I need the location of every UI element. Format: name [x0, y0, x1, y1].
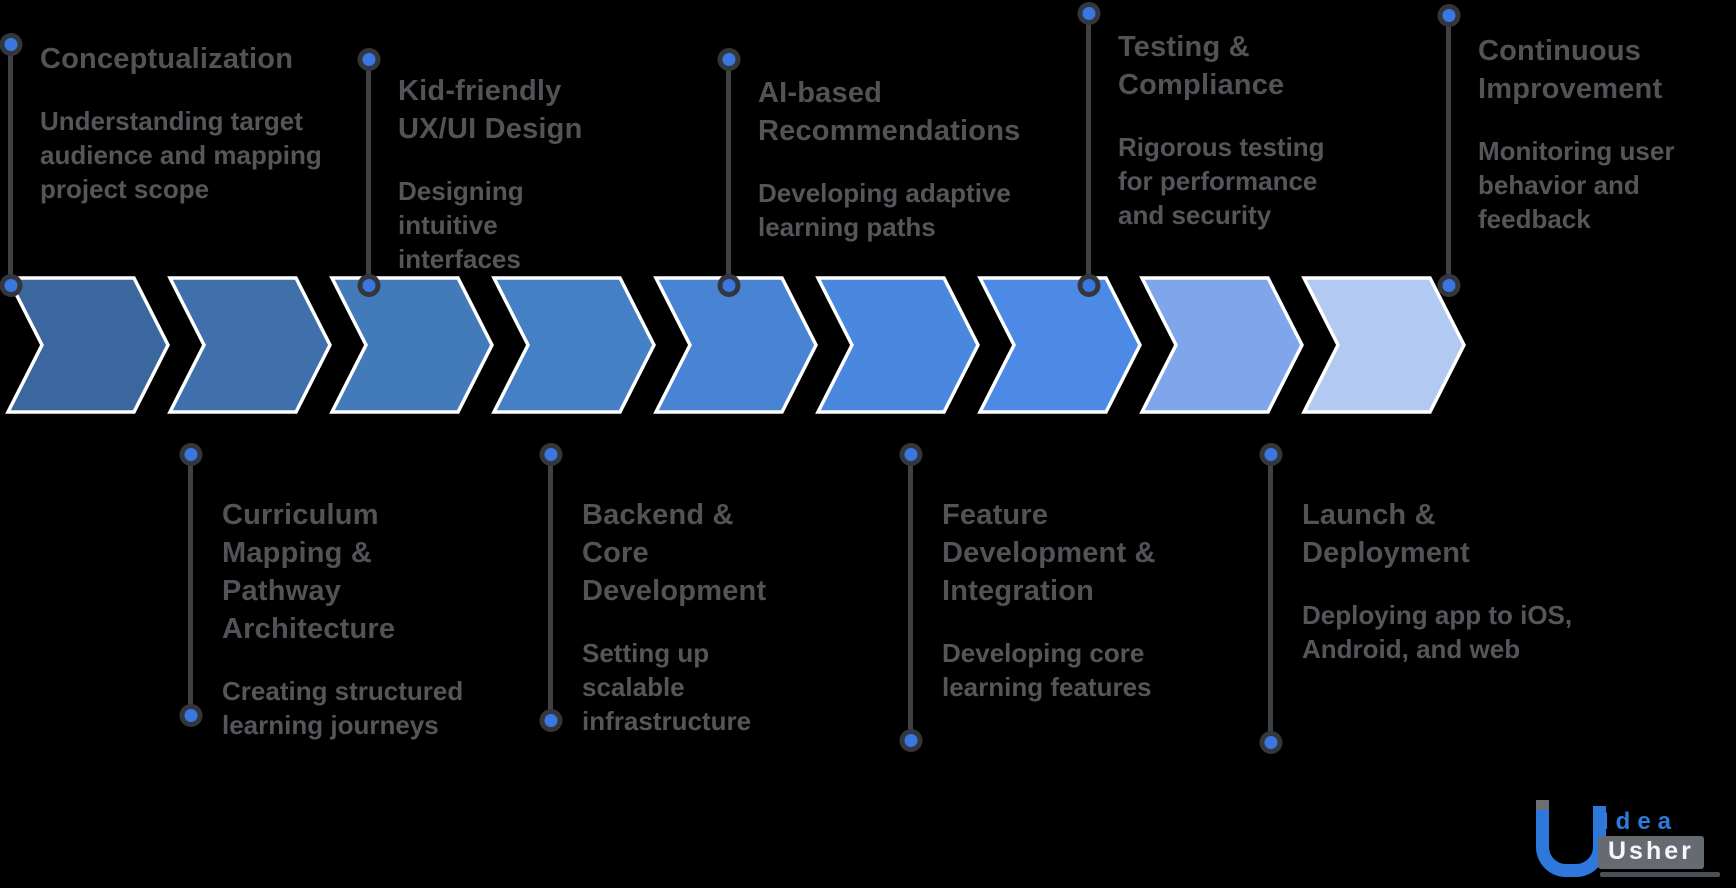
chevron-step-2: [167, 276, 332, 414]
timeline-dot: [1264, 736, 1277, 749]
timeline-dot: [722, 53, 735, 66]
chevron-step-3: [329, 276, 494, 414]
connector-line-step-4: [544, 448, 557, 727]
timeline-dot: [1082, 7, 1095, 20]
chevron-step-6: [815, 276, 980, 414]
timeline-dot: [1082, 279, 1095, 292]
timeline-dot: [362, 279, 375, 292]
step-description: Designing intuitive interfaces: [398, 176, 524, 274]
step-description: Setting up scalable infrastructure: [582, 638, 752, 736]
timeline-dot: [1264, 448, 1277, 461]
callout-step-7: Testing & Compliance Rigorous testing fo…: [1118, 28, 1358, 232]
logo-u-icon: [1536, 800, 1606, 877]
step-description: Developing core learning features: [942, 638, 1152, 702]
process-arrow-row: [5, 276, 1466, 414]
chevron-step-1: [5, 276, 170, 414]
timeline-dot: [904, 734, 917, 747]
timeline-dot: [184, 709, 197, 722]
chevron-step-4: [491, 276, 656, 414]
step-title: Feature Development & Integration: [942, 499, 1156, 607]
step-description: Creating structured learning journeys: [222, 676, 464, 740]
step-title: Curriculum Mapping & Pathway Architectur…: [222, 499, 396, 645]
step-description: Developing adaptive learning paths: [758, 178, 1011, 242]
chevron-step-7: [977, 276, 1142, 414]
chevron-step-8: [1139, 276, 1304, 414]
connector-line-step-7: [1082, 7, 1095, 292]
step-title: Testing & Compliance: [1118, 31, 1285, 101]
callout-step-2: Curriculum Mapping & Pathway Architectur…: [222, 496, 467, 742]
timeline-dot: [904, 448, 917, 461]
connector-line-step-3: [362, 53, 375, 292]
step-title: AI-based Recommendations: [758, 77, 1021, 147]
callout-step-8: Launch & Deployment Deploying app to iOS…: [1302, 496, 1574, 666]
callout-step-6: Feature Development & Integration Develo…: [942, 496, 1180, 704]
timeline-dot: [544, 714, 557, 727]
logo-wordmark-idea: Idea: [1602, 808, 1679, 835]
logo-wordmark-usher: Usher: [1598, 836, 1704, 869]
connector-line-step-5: [722, 53, 735, 292]
callout-step-4: Backend & Core Development Setting up sc…: [582, 496, 790, 738]
step-title: Kid-friendly UX/UI Design: [398, 75, 583, 145]
timeline-dot: [4, 38, 17, 51]
logo-tagline-strip: [1600, 872, 1720, 877]
step-title: Continuous Improvement: [1478, 35, 1663, 105]
timeline-dot: [544, 448, 557, 461]
step-description: Rigorous testing for performance and sec…: [1118, 132, 1325, 230]
step-description: Deploying app to iOS, Android, and web: [1302, 600, 1573, 664]
callout-step-1: Conceptualization Understanding target a…: [40, 40, 322, 206]
timeline-dot: [1442, 9, 1455, 22]
chevron-step-9: [1301, 276, 1466, 414]
step-title: Conceptualization: [40, 43, 294, 75]
timeline-dot: [362, 53, 375, 66]
connector-line-step-1: [4, 38, 17, 292]
timeline-dot: [4, 279, 17, 292]
connector-line-step-6: [904, 448, 917, 747]
step-description: Understanding target audience and mappin…: [40, 106, 322, 204]
step-description: Monitoring user behavior and feedback: [1478, 136, 1675, 234]
callout-step-5: AI-based Recommendations Developing adap…: [758, 74, 1040, 244]
connector-line-step-2: [184, 448, 197, 722]
chevron-step-5: [653, 276, 818, 414]
idea-usher-logo: Idea Usher: [1536, 800, 1726, 880]
timeline-dot: [722, 279, 735, 292]
step-title: Launch & Deployment: [1302, 499, 1470, 569]
callout-step-3: Kid-friendly UX/UI Design Designing intu…: [398, 72, 616, 276]
timeline-dot: [1442, 279, 1455, 292]
step-title: Backend & Core Development: [582, 499, 767, 607]
timeline-dot: [184, 448, 197, 461]
callout-step-9: Continuous Improvement Monitoring user b…: [1478, 32, 1693, 236]
connector-line-step-8: [1264, 448, 1277, 749]
connector-line-step-9: [1442, 9, 1455, 292]
